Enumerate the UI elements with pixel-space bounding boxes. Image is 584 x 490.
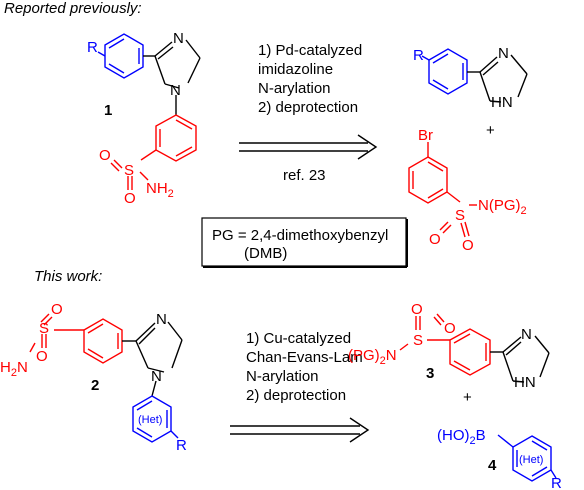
bottom-plus: +	[463, 389, 472, 406]
pg-definition-line2: (DMB)	[244, 245, 287, 262]
compound-2-n3: N	[156, 311, 167, 328]
compound-1-imidazoline	[154, 39, 201, 89]
compound-1-nh2: NH2	[146, 180, 174, 200]
compound-1-n3: N	[173, 30, 184, 47]
bottom-condition-1: 1) Cu-catalyzed	[246, 330, 351, 347]
top-product-o-right: O	[462, 237, 474, 254]
compound-1	[97, 33, 201, 190]
top-product-s: S	[455, 207, 465, 224]
compound-2-label: 2	[91, 377, 99, 394]
compound-3-o-right: O	[444, 320, 456, 337]
top-condition-1: 1) Pd-catalyzed	[258, 42, 362, 59]
compound-3-n: N	[521, 326, 532, 343]
compound-1-o-bottom: O	[124, 190, 136, 207]
bottom-condition-4: 2) deprotection	[246, 387, 346, 404]
compound-1-sulfonamide-ring	[110, 114, 197, 190]
top-product-npg2: N(PG)2	[478, 197, 527, 217]
top-product-br: Br	[418, 127, 433, 144]
compound-4-het: (Het)	[519, 454, 543, 466]
top-condition-3: N-arylation	[258, 80, 331, 97]
top-product-bromosulfonamide	[408, 142, 477, 238]
compound-4-label: 4	[488, 457, 497, 474]
compound-3	[399, 313, 550, 383]
top-condition-2: imidazoline	[258, 61, 333, 78]
compound-2	[29, 313, 183, 443]
compound-3-hn: HN	[514, 374, 536, 391]
compound-2-h2n: H2N	[0, 359, 28, 379]
compound-3-pg2n: (PG)2N	[348, 347, 397, 367]
compound-1-r: R	[87, 39, 98, 56]
compound-1-o-top: O	[99, 147, 111, 164]
compound-2-sulfonamide	[29, 313, 123, 364]
top-product-hn: HN	[491, 94, 513, 111]
compound-2-r: R	[176, 437, 187, 454]
top-product-n: N	[498, 45, 509, 62]
compound-1-label: 1	[104, 102, 112, 119]
bottom-reaction-arrow	[230, 417, 370, 443]
bottom-condition-3: N-arylation	[246, 368, 319, 385]
top-product-r: R	[413, 47, 424, 64]
top-product-arylimidazoline	[421, 48, 528, 103]
compound-1-s: S	[124, 162, 134, 179]
compound-4-boronic-acid: (HO)2B	[437, 427, 486, 447]
previous-heading: Reported previously:	[4, 0, 142, 17]
compound-3-sulfonamide	[399, 313, 491, 376]
top-reference: ref. 23	[283, 167, 326, 184]
compound-2-het: (Het)	[138, 414, 162, 426]
bottom-condition-2: Chan-Evans-Lam	[246, 349, 363, 366]
pg-definition-box	[201, 217, 407, 267]
this-work-heading: This work:	[34, 268, 102, 285]
top-plus: +	[486, 122, 495, 139]
compound-2-o-top: O	[51, 301, 63, 318]
compound-1-n1: N	[170, 82, 181, 99]
top-reaction-arrow	[239, 134, 378, 160]
compound-2-heteroaryl	[132, 395, 179, 443]
top-product-o-left: O	[429, 231, 441, 248]
compound-4-r: R	[551, 475, 562, 490]
compound-1-aryl-ring	[97, 33, 144, 79]
compound-4	[497, 434, 557, 482]
compound-3-o-left: O	[411, 301, 423, 318]
compound-2-n1: N	[151, 368, 162, 385]
compound-3-label: 3	[426, 365, 434, 382]
compound-2-o-bottom: O	[36, 348, 48, 365]
top-condition-4: 2) deprotection	[258, 99, 358, 116]
compound-2-s: S	[39, 320, 49, 337]
compound-3-s: S	[413, 332, 423, 349]
pg-definition-line1: PG = 2,4-dimethoxybenzyl	[212, 227, 388, 244]
